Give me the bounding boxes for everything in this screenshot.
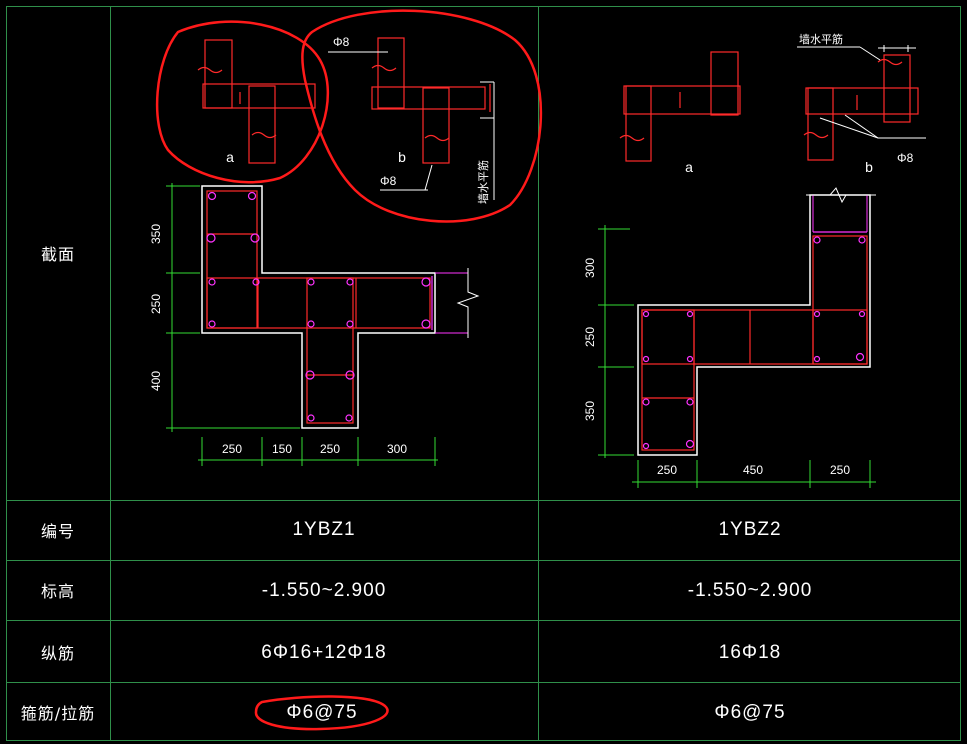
- dim2-bottom-2: 450: [743, 463, 763, 477]
- break-line-2: [806, 187, 876, 204]
- detail2-b: [803, 54, 919, 161]
- break-line: [456, 268, 480, 338]
- dim-left-3: 400: [149, 371, 163, 391]
- section-1ybz2: 300 250 350 250 450 250 a: [583, 32, 926, 488]
- dim2-bottom-1: 250: [657, 463, 677, 477]
- cell-id-1: 1YBZ1: [292, 519, 356, 540]
- dim2-left-1: 300: [583, 258, 597, 278]
- row-label-section: 截面: [40, 245, 76, 264]
- dimensions-2: [598, 225, 876, 488]
- dim2-left-3: 350: [583, 401, 597, 421]
- detail2-a-label: a: [685, 159, 693, 175]
- detail-b-side-note: 墙水平筋: [476, 160, 490, 204]
- tie-bars-2: [642, 231, 867, 450]
- detail2-b-leaders: [797, 45, 926, 139]
- detail2-a: [619, 51, 741, 162]
- table-grid: [6, 6, 961, 741]
- detail2-b-top-note: 墙水平筋: [799, 32, 843, 46]
- dim-left-1: 350: [149, 224, 163, 244]
- cell-stirrup-1: Φ6@75: [286, 702, 358, 723]
- detail-b: [371, 37, 491, 164]
- cell-elevation-1: -1.550~2.900: [261, 580, 387, 601]
- wall-continuation-2: [812, 195, 868, 232]
- detail-b-bottom-note: Φ8: [380, 174, 397, 188]
- detail2-b-note: Φ8: [897, 151, 914, 165]
- dimensions: [166, 183, 438, 466]
- highlight-circle-b: [301, 9, 543, 223]
- wall-continuation: [435, 272, 468, 334]
- dim-bottom-1: 250: [222, 442, 242, 456]
- row-label-elevation: 标高: [40, 582, 76, 601]
- detail2-b-label: b: [865, 159, 873, 175]
- stirrups: [206, 190, 431, 424]
- row-label-id: 编号: [40, 522, 76, 541]
- detail-b-leaders: [328, 51, 495, 200]
- dim2-left-2: 250: [583, 327, 597, 347]
- cell-elevation-2: -1.550~2.900: [687, 580, 813, 601]
- cell-stirrup-2: Φ6@75: [714, 702, 786, 723]
- cell-longitudinal-1: 6Φ16+12Φ18: [261, 642, 387, 663]
- tie-bars: [206, 191, 433, 422]
- cell-id-2: 1YBZ2: [718, 519, 782, 540]
- dim-left-2: 250: [149, 294, 163, 314]
- row-label-longitudinal: 纵筋: [40, 644, 76, 663]
- highlight-marks: [155, 9, 543, 731]
- detail-b-label: b: [398, 149, 406, 165]
- highlight-ellipse-stirrup: [254, 695, 389, 731]
- dim-bottom-3: 250: [320, 442, 340, 456]
- stirrups-2: [641, 235, 868, 451]
- section-outline: [201, 185, 436, 429]
- highlight-circle-a: [155, 20, 329, 184]
- section-1ybz1: 350 250 400 250 150 250 300 a: [149, 35, 495, 466]
- detail-a-label: a: [226, 149, 234, 165]
- section-outline-2: [637, 194, 871, 456]
- dim-bottom-4: 300: [387, 442, 407, 456]
- dim2-bottom-3: 250: [830, 463, 850, 477]
- detail-b-top-note: Φ8: [333, 35, 350, 49]
- cell-longitudinal-2: 16Φ18: [718, 642, 782, 663]
- row-label-stirrup: 箍筋/拉筋: [20, 704, 96, 723]
- dim-bottom-2: 150: [272, 442, 292, 456]
- detail-a: [197, 39, 316, 164]
